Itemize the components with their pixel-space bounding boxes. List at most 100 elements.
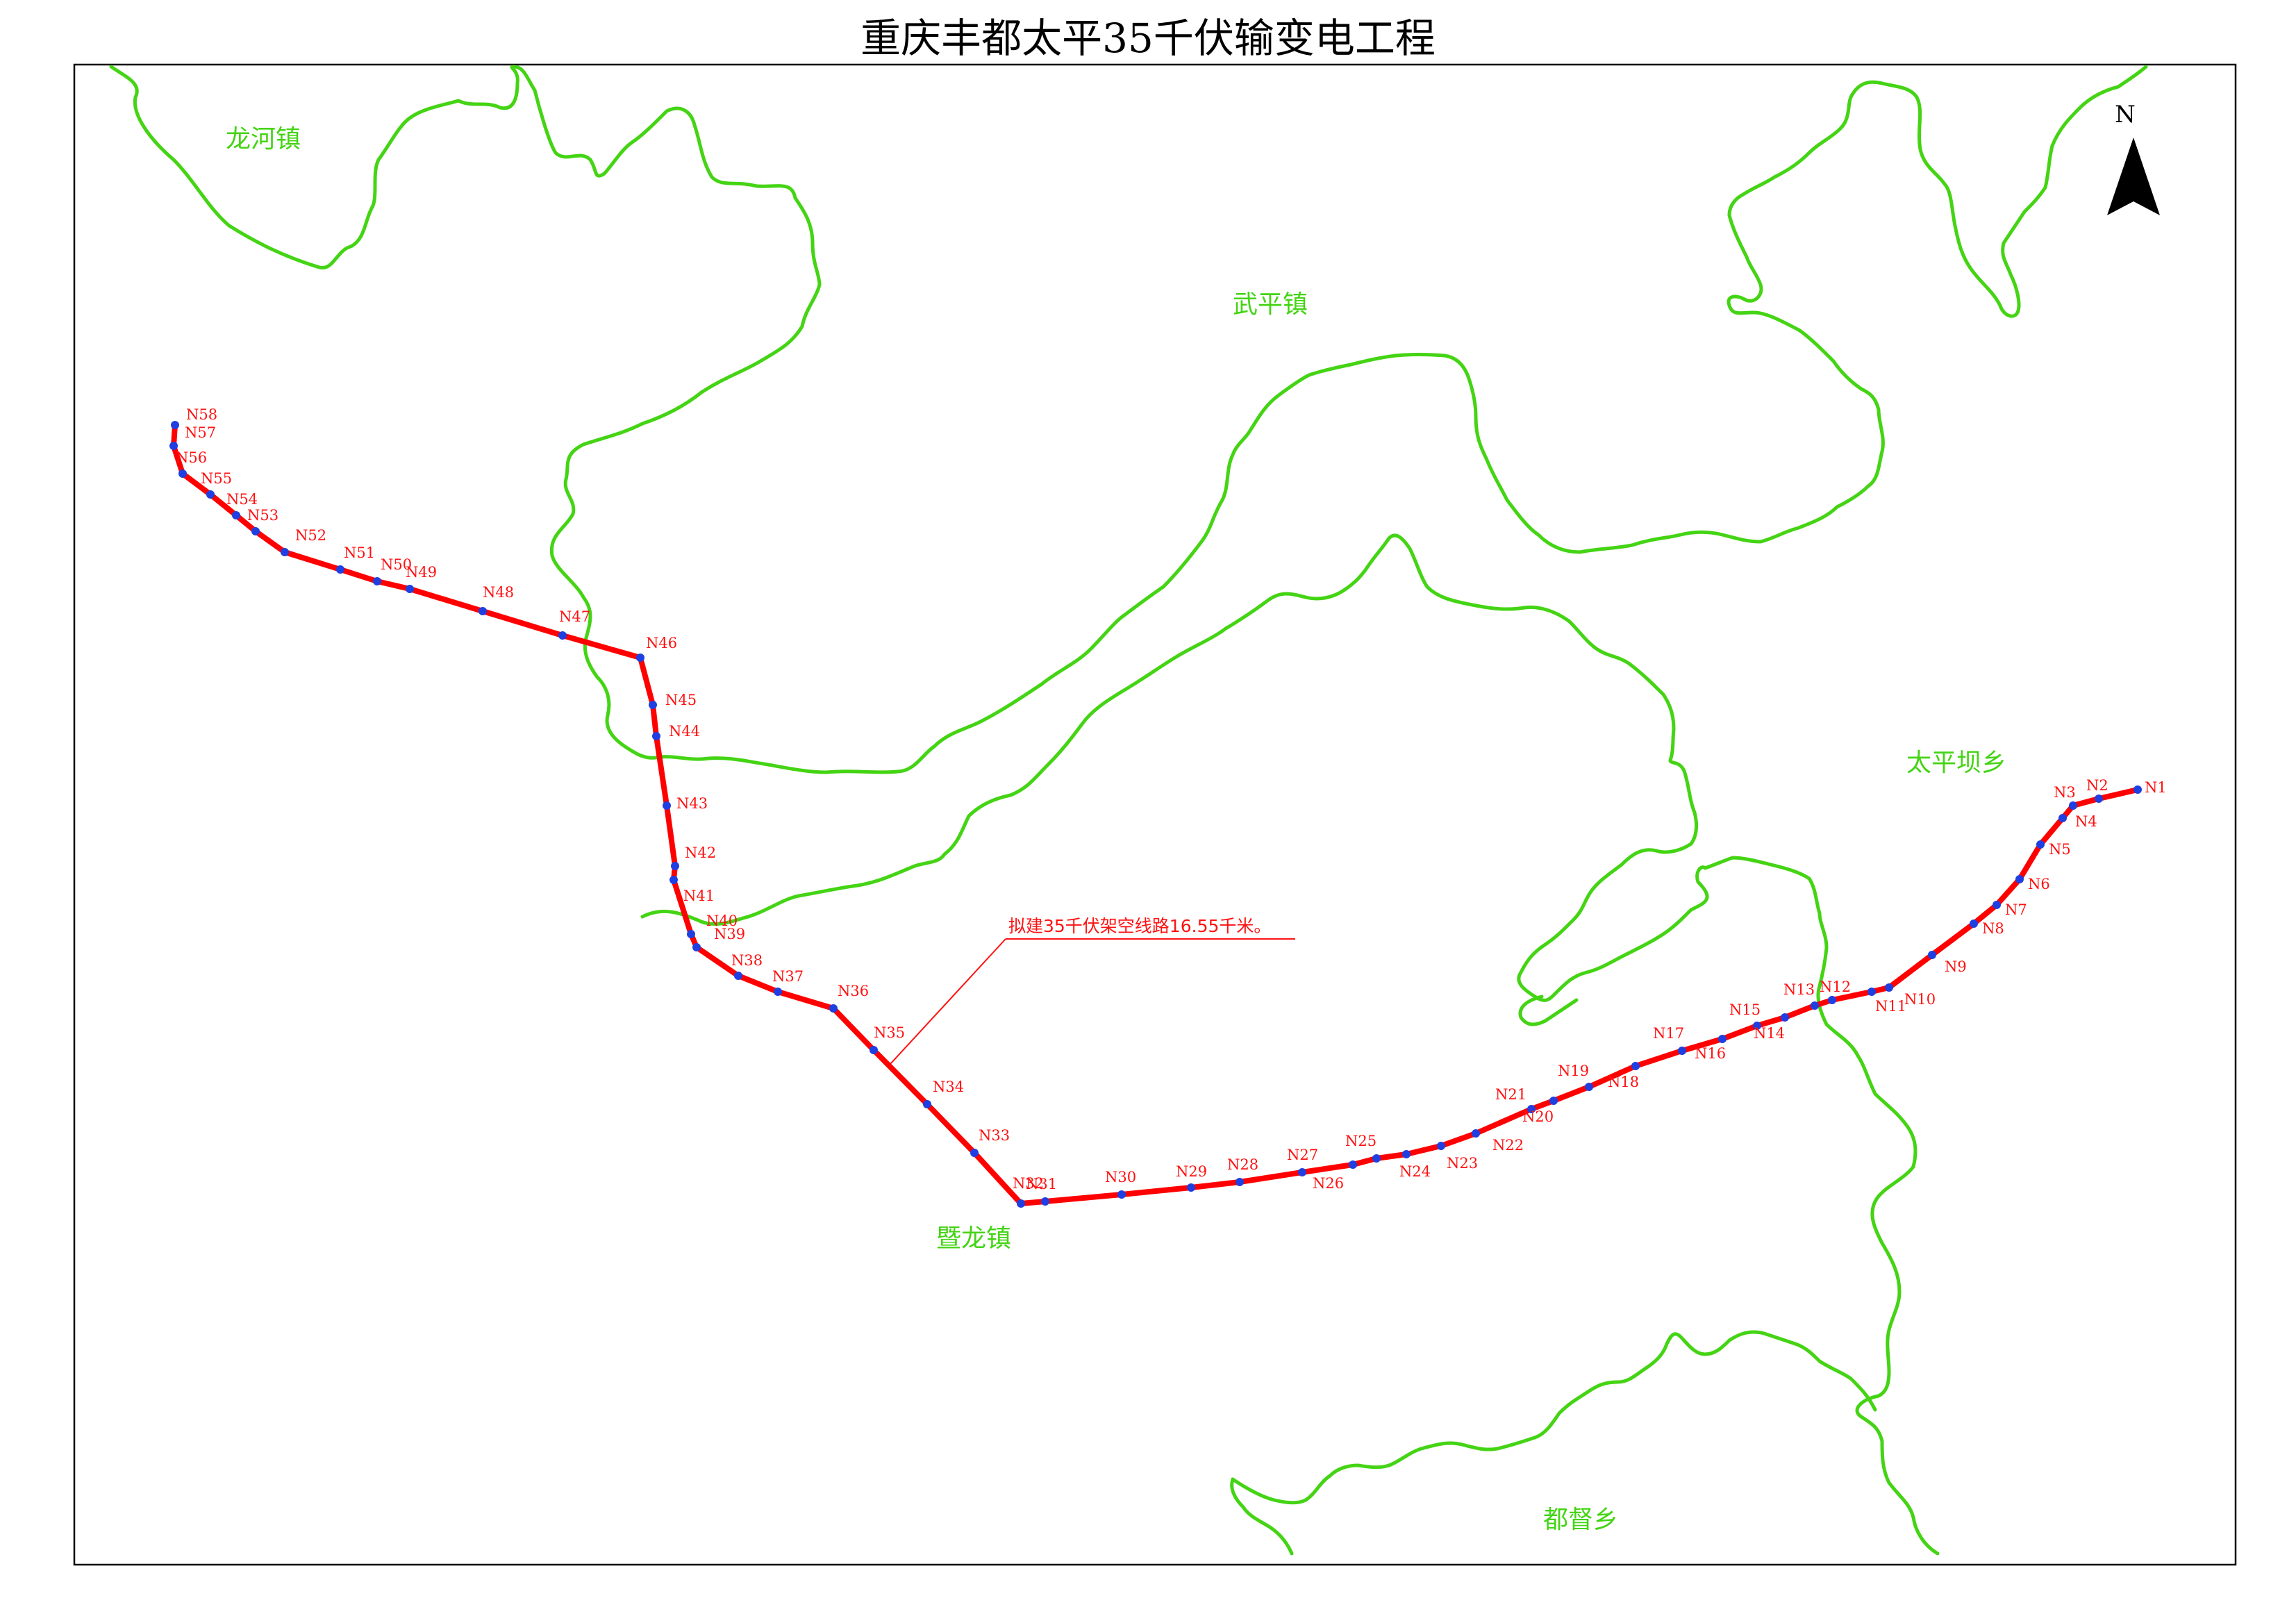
tower-n39 (692, 943, 701, 951)
tower-label-n18: N18 (1608, 1074, 1639, 1090)
tower-label-n26: N26 (1313, 1175, 1344, 1192)
tower-label-n9: N9 (1945, 958, 1967, 975)
town-label-longhe: 龙河镇 (226, 125, 301, 153)
tower-label-n54: N54 (226, 491, 258, 508)
tower-label-n22: N22 (1492, 1137, 1524, 1154)
tower-n8 (1970, 919, 1978, 928)
tower-label-n46: N46 (646, 635, 677, 651)
tower-label-n17: N17 (1653, 1025, 1684, 1042)
tower-n48 (479, 607, 487, 615)
tower-label-n25: N25 (1345, 1133, 1376, 1149)
boundary-wuping-inner (640, 533, 1698, 1002)
tower-n55 (206, 490, 215, 499)
tower-n22 (1472, 1129, 1480, 1138)
tower-n30 (1117, 1190, 1126, 1199)
tower-n25 (1372, 1154, 1381, 1163)
tower-n38 (734, 972, 742, 980)
tower-label-n57: N57 (185, 424, 216, 441)
tower-label-n58: N58 (186, 406, 217, 423)
tower-label-n11: N11 (1875, 998, 1906, 1015)
tower-n42 (671, 862, 679, 870)
town-label-jilong: 暨龙镇 (936, 1224, 1011, 1253)
tower-n52 (281, 548, 289, 556)
boundary-south-east (1689, 856, 1940, 1556)
tower-n37 (774, 988, 782, 996)
tower-n32 (1017, 1199, 1025, 1208)
tower-label-n34: N34 (933, 1079, 964, 1095)
map-title: 重庆丰都太平35千伏输变电工程 (860, 15, 1436, 62)
boundary-inlet (1518, 994, 1579, 1026)
annotation-leader (890, 938, 1006, 1065)
tower-n49 (406, 585, 414, 593)
tower-n21 (1527, 1105, 1536, 1113)
tower-n6 (2015, 875, 2024, 883)
tower-n46 (636, 654, 644, 662)
tower-n27 (1298, 1168, 1306, 1176)
tower-n44 (652, 732, 660, 740)
tower-label-n4: N4 (2075, 813, 2097, 830)
tower-n15 (1753, 1022, 1761, 1030)
tower-n33 (970, 1149, 979, 1157)
tower-n31 (1041, 1197, 1049, 1206)
tower-label-n8: N8 (1982, 920, 2004, 937)
tower-label-n52: N52 (295, 527, 326, 544)
tower-label-n2: N2 (2086, 777, 2108, 794)
tower-label-n5: N5 (2049, 841, 2071, 858)
boundary-dudu (1231, 1330, 1877, 1505)
tower-n10 (1885, 983, 1893, 992)
tower-n19 (1585, 1083, 1593, 1091)
tower-n16 (1718, 1035, 1727, 1043)
tower-n40 (687, 930, 695, 938)
tower-n41 (669, 876, 678, 884)
tower-n36 (829, 1004, 838, 1013)
tower-n13 (1811, 1001, 1819, 1010)
tower-n7 (1993, 901, 2001, 909)
tower-n50 (373, 577, 381, 585)
tower-n54 (232, 511, 240, 519)
tower-label-n16: N16 (1695, 1045, 1726, 1062)
tower-label-n53: N53 (247, 507, 278, 524)
tower-label-n37: N37 (772, 968, 804, 985)
tower-n2 (2095, 794, 2103, 803)
tower-n57 (169, 442, 178, 450)
tower-label-n12: N12 (1820, 979, 1851, 995)
town-boundaries (109, 65, 2148, 1556)
tower-label-n13: N13 (1783, 981, 1815, 998)
tower-label-n38: N38 (731, 952, 763, 969)
tower-n14 (1781, 1013, 1789, 1022)
tower-n43 (663, 801, 671, 810)
tower-label-n32: N32 (1013, 1175, 1044, 1192)
tower-label-n3: N3 (2054, 784, 2076, 801)
tower-label-n30: N30 (1105, 1169, 1136, 1185)
tower-n23 (1437, 1142, 1445, 1150)
boundary-longhe (109, 65, 2148, 774)
tower-n1 (2133, 785, 2142, 794)
tower-label-n6: N6 (2028, 876, 2050, 892)
town-label-wuping: 武平镇 (1233, 290, 1308, 319)
tower-n53 (251, 527, 260, 535)
tower-label-n51: N51 (344, 544, 375, 561)
map-frame (73, 63, 2237, 1566)
tower-n28 (1236, 1178, 1244, 1186)
tower-label-n47: N47 (559, 608, 590, 625)
tower-label-n36: N36 (838, 983, 869, 999)
tower-label-n40: N40 (706, 913, 738, 929)
tower-label-n21: N21 (1495, 1086, 1526, 1103)
tower-n24 (1402, 1150, 1411, 1158)
tower-label-n24: N24 (1399, 1163, 1431, 1180)
tower-n20 (1549, 1097, 1558, 1105)
tower-label-n7: N7 (2005, 901, 2027, 918)
tower-n45 (649, 701, 657, 709)
boundary-dudu-west (1230, 1477, 1294, 1556)
north-label: N (2115, 101, 2136, 128)
tower-label-n43: N43 (676, 795, 708, 812)
tower-n17 (1678, 1047, 1686, 1055)
tower-label-n42: N42 (685, 844, 716, 861)
tower-n3 (2069, 801, 2077, 810)
north-arrow-icon: N (2107, 101, 2160, 215)
tower-n58 (171, 421, 179, 429)
tower-label-n56: N56 (176, 449, 207, 466)
tower-label-n29: N29 (1176, 1163, 1207, 1180)
tower-label-n44: N44 (669, 723, 700, 740)
